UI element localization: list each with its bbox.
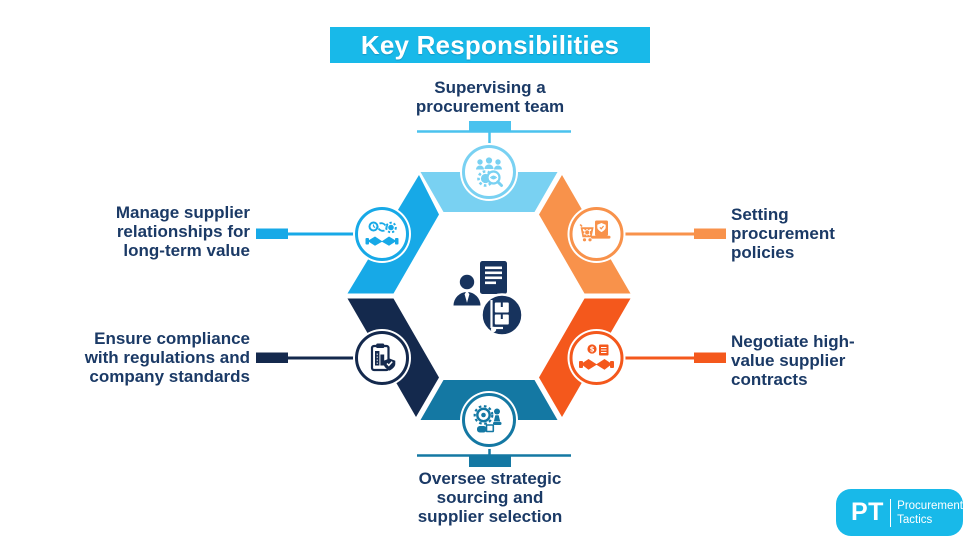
label-line: Supervising a bbox=[434, 78, 546, 97]
label-line: Negotiate high- bbox=[731, 332, 855, 351]
connector-left-bottom bbox=[256, 352, 356, 363]
label-top: Supervising a procurement team bbox=[355, 78, 625, 116]
procurement-manager-icon bbox=[453, 261, 524, 337]
logo-procurement-tactics: PT Procurement Tactics bbox=[836, 489, 963, 536]
label-line: supplier selection bbox=[417, 507, 563, 526]
label-right-bottom: Negotiate high- value supplier contracts bbox=[731, 332, 951, 389]
logo-name-line2: Tactics bbox=[897, 513, 933, 526]
label-line: Setting bbox=[731, 205, 789, 224]
label-line: relationships for bbox=[116, 222, 250, 241]
label-line: Manage supplier bbox=[115, 203, 250, 222]
contract-negotiation-icon: $ bbox=[579, 344, 614, 370]
icon-circle-bottom bbox=[460, 391, 518, 449]
label-line: company standards bbox=[89, 367, 250, 386]
supplier-relationship-icon bbox=[365, 221, 399, 246]
label-line: Ensure compliance bbox=[94, 329, 250, 348]
label-line: long-term value bbox=[123, 241, 250, 260]
label-line: procurement bbox=[731, 224, 835, 243]
label-line: contracts bbox=[731, 370, 808, 389]
procurement-policy-icon bbox=[579, 220, 611, 242]
connector-right-bottom bbox=[622, 352, 726, 363]
label-line: procurement team bbox=[415, 97, 565, 116]
label-right-top: Setting procurement policies bbox=[731, 205, 951, 262]
label-left-top: Manage supplier relationships for long-t… bbox=[40, 203, 250, 260]
logo-name: Procurement Tactics bbox=[897, 499, 963, 527]
label-line: policies bbox=[731, 243, 795, 262]
page-title: Key Responsibilities bbox=[360, 29, 620, 60]
label-line: with regulations and bbox=[84, 348, 250, 367]
label-left-bottom: Ensure compliance with regulations and c… bbox=[40, 329, 250, 386]
logo-name-line1: Procurement bbox=[897, 499, 963, 512]
label-bottom: Oversee strategic sourcing and supplier … bbox=[355, 469, 625, 526]
title-banner: Key Responsibilities bbox=[330, 27, 650, 63]
icon-circle-right-bottom bbox=[567, 329, 626, 387]
compliance-clipboard-icon bbox=[370, 343, 396, 372]
label-line: sourcing and bbox=[436, 488, 544, 507]
team-supervision-icon bbox=[476, 157, 503, 187]
connector-right-top bbox=[622, 228, 726, 239]
icon-circle-left-top bbox=[353, 205, 411, 263]
label-line: value supplier bbox=[731, 351, 846, 370]
label-line: Oversee strategic bbox=[418, 469, 562, 488]
dollar-symbol: $ bbox=[590, 346, 595, 354]
strategic-sourcing-icon bbox=[473, 405, 502, 433]
connector-top bbox=[417, 121, 571, 145]
connector-left-top bbox=[256, 228, 356, 239]
logo-abbr: PT bbox=[851, 498, 884, 526]
